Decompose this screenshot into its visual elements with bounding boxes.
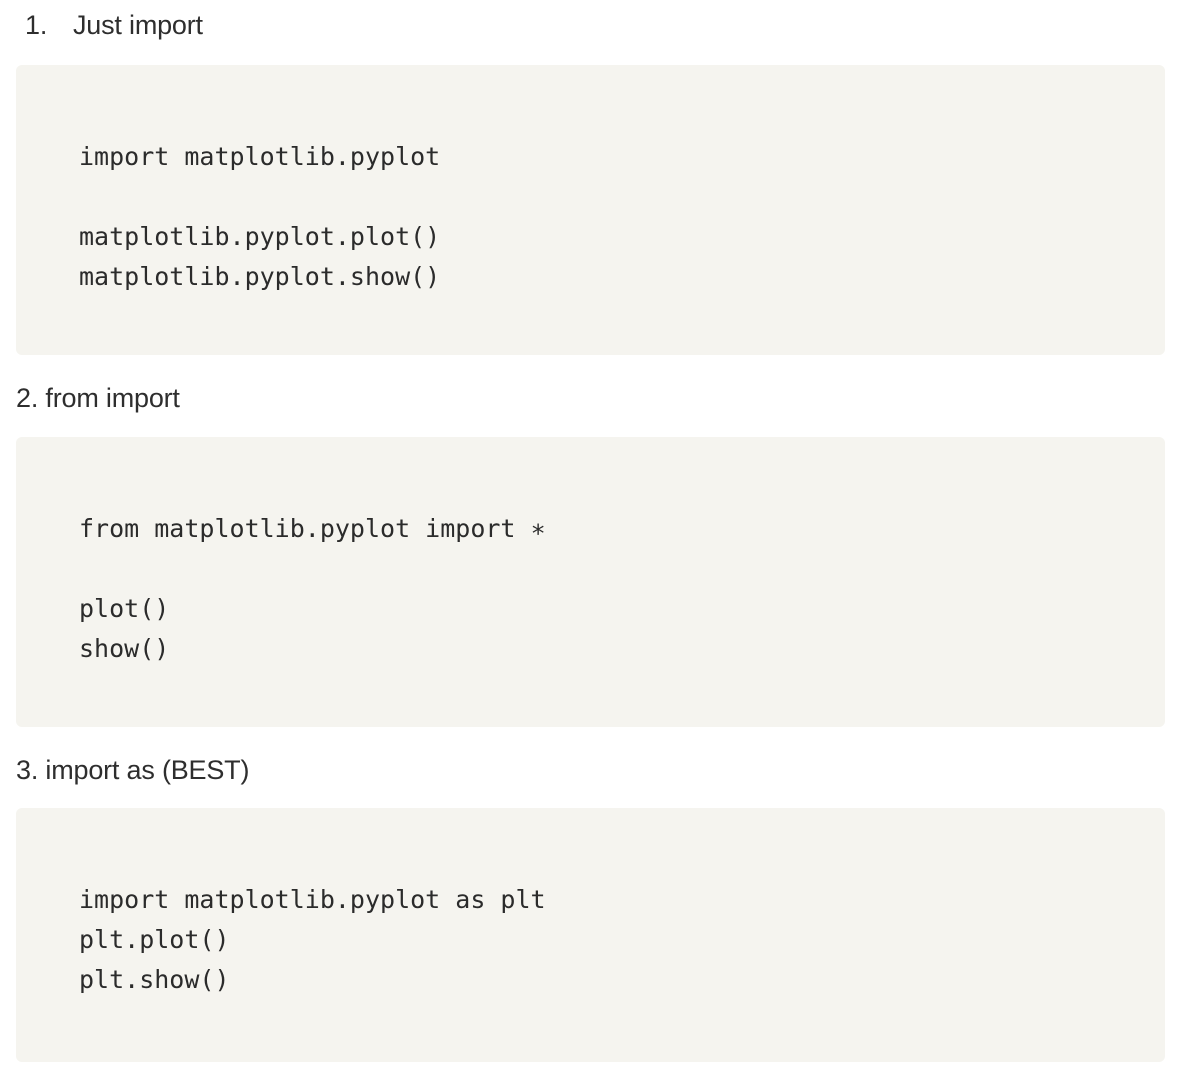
code-block-just-import[interactable]: import matplotlib.pyplot matplotlib.pypl… [16, 65, 1165, 355]
code-line: from matplotlib.pyplot import ∗ [79, 514, 546, 543]
code-line-blank [79, 549, 1165, 589]
code-line: plt.plot() [79, 925, 230, 954]
code-block-from-import[interactable]: from matplotlib.pyplot import ∗ plot() s… [16, 437, 1165, 727]
code-block-import-as[interactable]: import matplotlib.pyplot as plt plt.plot… [16, 808, 1165, 1062]
list-marker-1: 1. [25, 10, 48, 40]
code-line: import matplotlib.pyplot [79, 142, 441, 171]
code-line-blank [79, 177, 1165, 217]
code-line: plt.show() [79, 965, 230, 994]
code-line: matplotlib.pyplot.plot() [79, 222, 441, 251]
section-1-heading-text: Just import [73, 10, 203, 40]
code-line: show() [79, 634, 170, 663]
code-line: import matplotlib.pyplot as plt [79, 885, 546, 914]
section-3-heading: 3. import as (BEST) [16, 755, 250, 785]
code-line: matplotlib.pyplot.show() [79, 262, 441, 291]
code-line: plot() [79, 594, 170, 623]
section-1-heading: 1. Just import [16, 10, 203, 41]
section-2-heading: 2. from import [16, 383, 180, 413]
